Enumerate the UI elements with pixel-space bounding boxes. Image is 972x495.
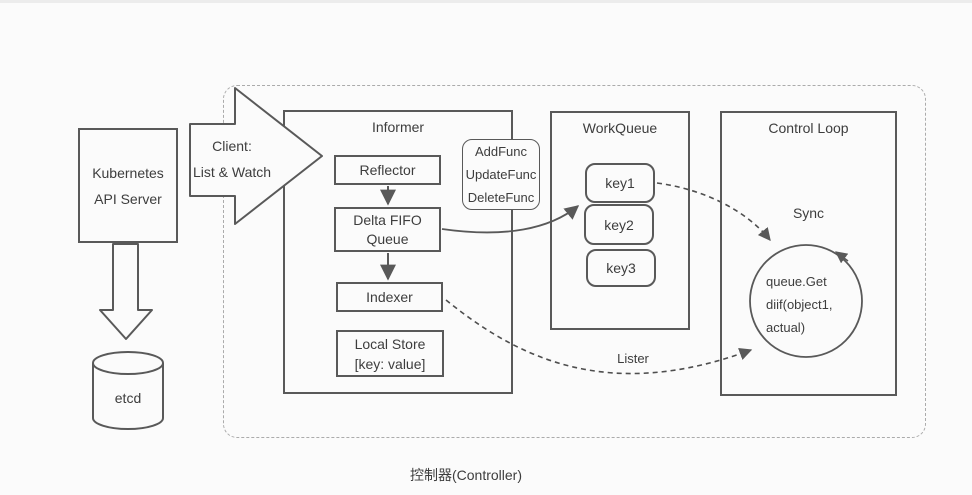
delta-fifo-label-line1: Delta FIFO: [353, 211, 422, 228]
api-server-label-line2: API Server: [94, 190, 162, 207]
indexer-to-controlloop-lister-dashed-arrow: [445, 299, 753, 375]
workqueue-key2: key2: [584, 204, 654, 245]
etcd-label: etcd: [114, 390, 142, 406]
controller-caption: 控制器(Controller): [409, 467, 522, 483]
loop-text-line3: actual): [766, 320, 806, 335]
lister-label: Lister: [617, 351, 649, 366]
client-block-arrow: [189, 87, 323, 225]
local-store-box: Local Store [key: value]: [336, 330, 444, 377]
delta-fifo-label-line2: Queue: [366, 230, 409, 247]
workqueue-key3: key3: [586, 249, 656, 287]
event-handlers-box: AddFunc UpdateFunc DeleteFunc: [462, 139, 540, 210]
key2-label: key2: [604, 216, 634, 233]
etcd-cylinder-top: [92, 351, 164, 375]
api-server-box: Kubernetes API Server: [78, 128, 178, 243]
workqueue-title: WorkQueue: [582, 120, 658, 136]
deltafifo-to-workqueue-arrow: [441, 205, 580, 234]
workqueue-key1: key1: [585, 163, 655, 203]
indexer-box: Indexer: [336, 282, 443, 312]
reflector-box: Reflector: [334, 155, 441, 185]
top-divider: [0, 0, 972, 3]
workqueue-box: [550, 111, 690, 330]
key3-label: key3: [606, 260, 636, 276]
local-store-label-line1: Local Store: [354, 335, 426, 352]
client-arrow-label: Client: List & Watch: [168, 133, 296, 185]
loop-text-line1: queue.Get: [766, 274, 827, 289]
sync-loop-text: queue.Get diif(object1, actual): [766, 270, 856, 339]
control-loop-box: [720, 111, 897, 396]
local-store-label-line2: [key: value]: [354, 355, 426, 372]
deletefunc-label: DeleteFunc: [467, 190, 535, 205]
sync-loop-circle: [749, 244, 863, 358]
controller-dashed-boundary: [223, 85, 926, 438]
informer-title: Informer: [371, 119, 425, 135]
sync-loop-arrowhead: [835, 251, 849, 264]
key1-label: key1: [605, 175, 635, 191]
etcd-cylinder-body: [92, 363, 164, 430]
api-to-etcd-block-arrow: [99, 243, 153, 340]
indexer-label: Indexer: [366, 289, 413, 305]
delta-fifo-box: Delta FIFO Queue: [334, 207, 441, 252]
api-server-label-line1: Kubernetes: [92, 164, 164, 181]
updatefunc-label: UpdateFunc: [465, 167, 537, 182]
client-arrow-label-line2: List & Watch: [192, 164, 272, 180]
control-loop-title: Control Loop: [768, 120, 849, 136]
sync-label: Sync: [792, 205, 825, 221]
loop-text-line2: diif(object1,: [766, 297, 833, 312]
client-arrow-label-line1: Client:: [212, 138, 252, 154]
reflector-label: Reflector: [359, 162, 416, 178]
addfunc-label: AddFunc: [474, 144, 528, 159]
